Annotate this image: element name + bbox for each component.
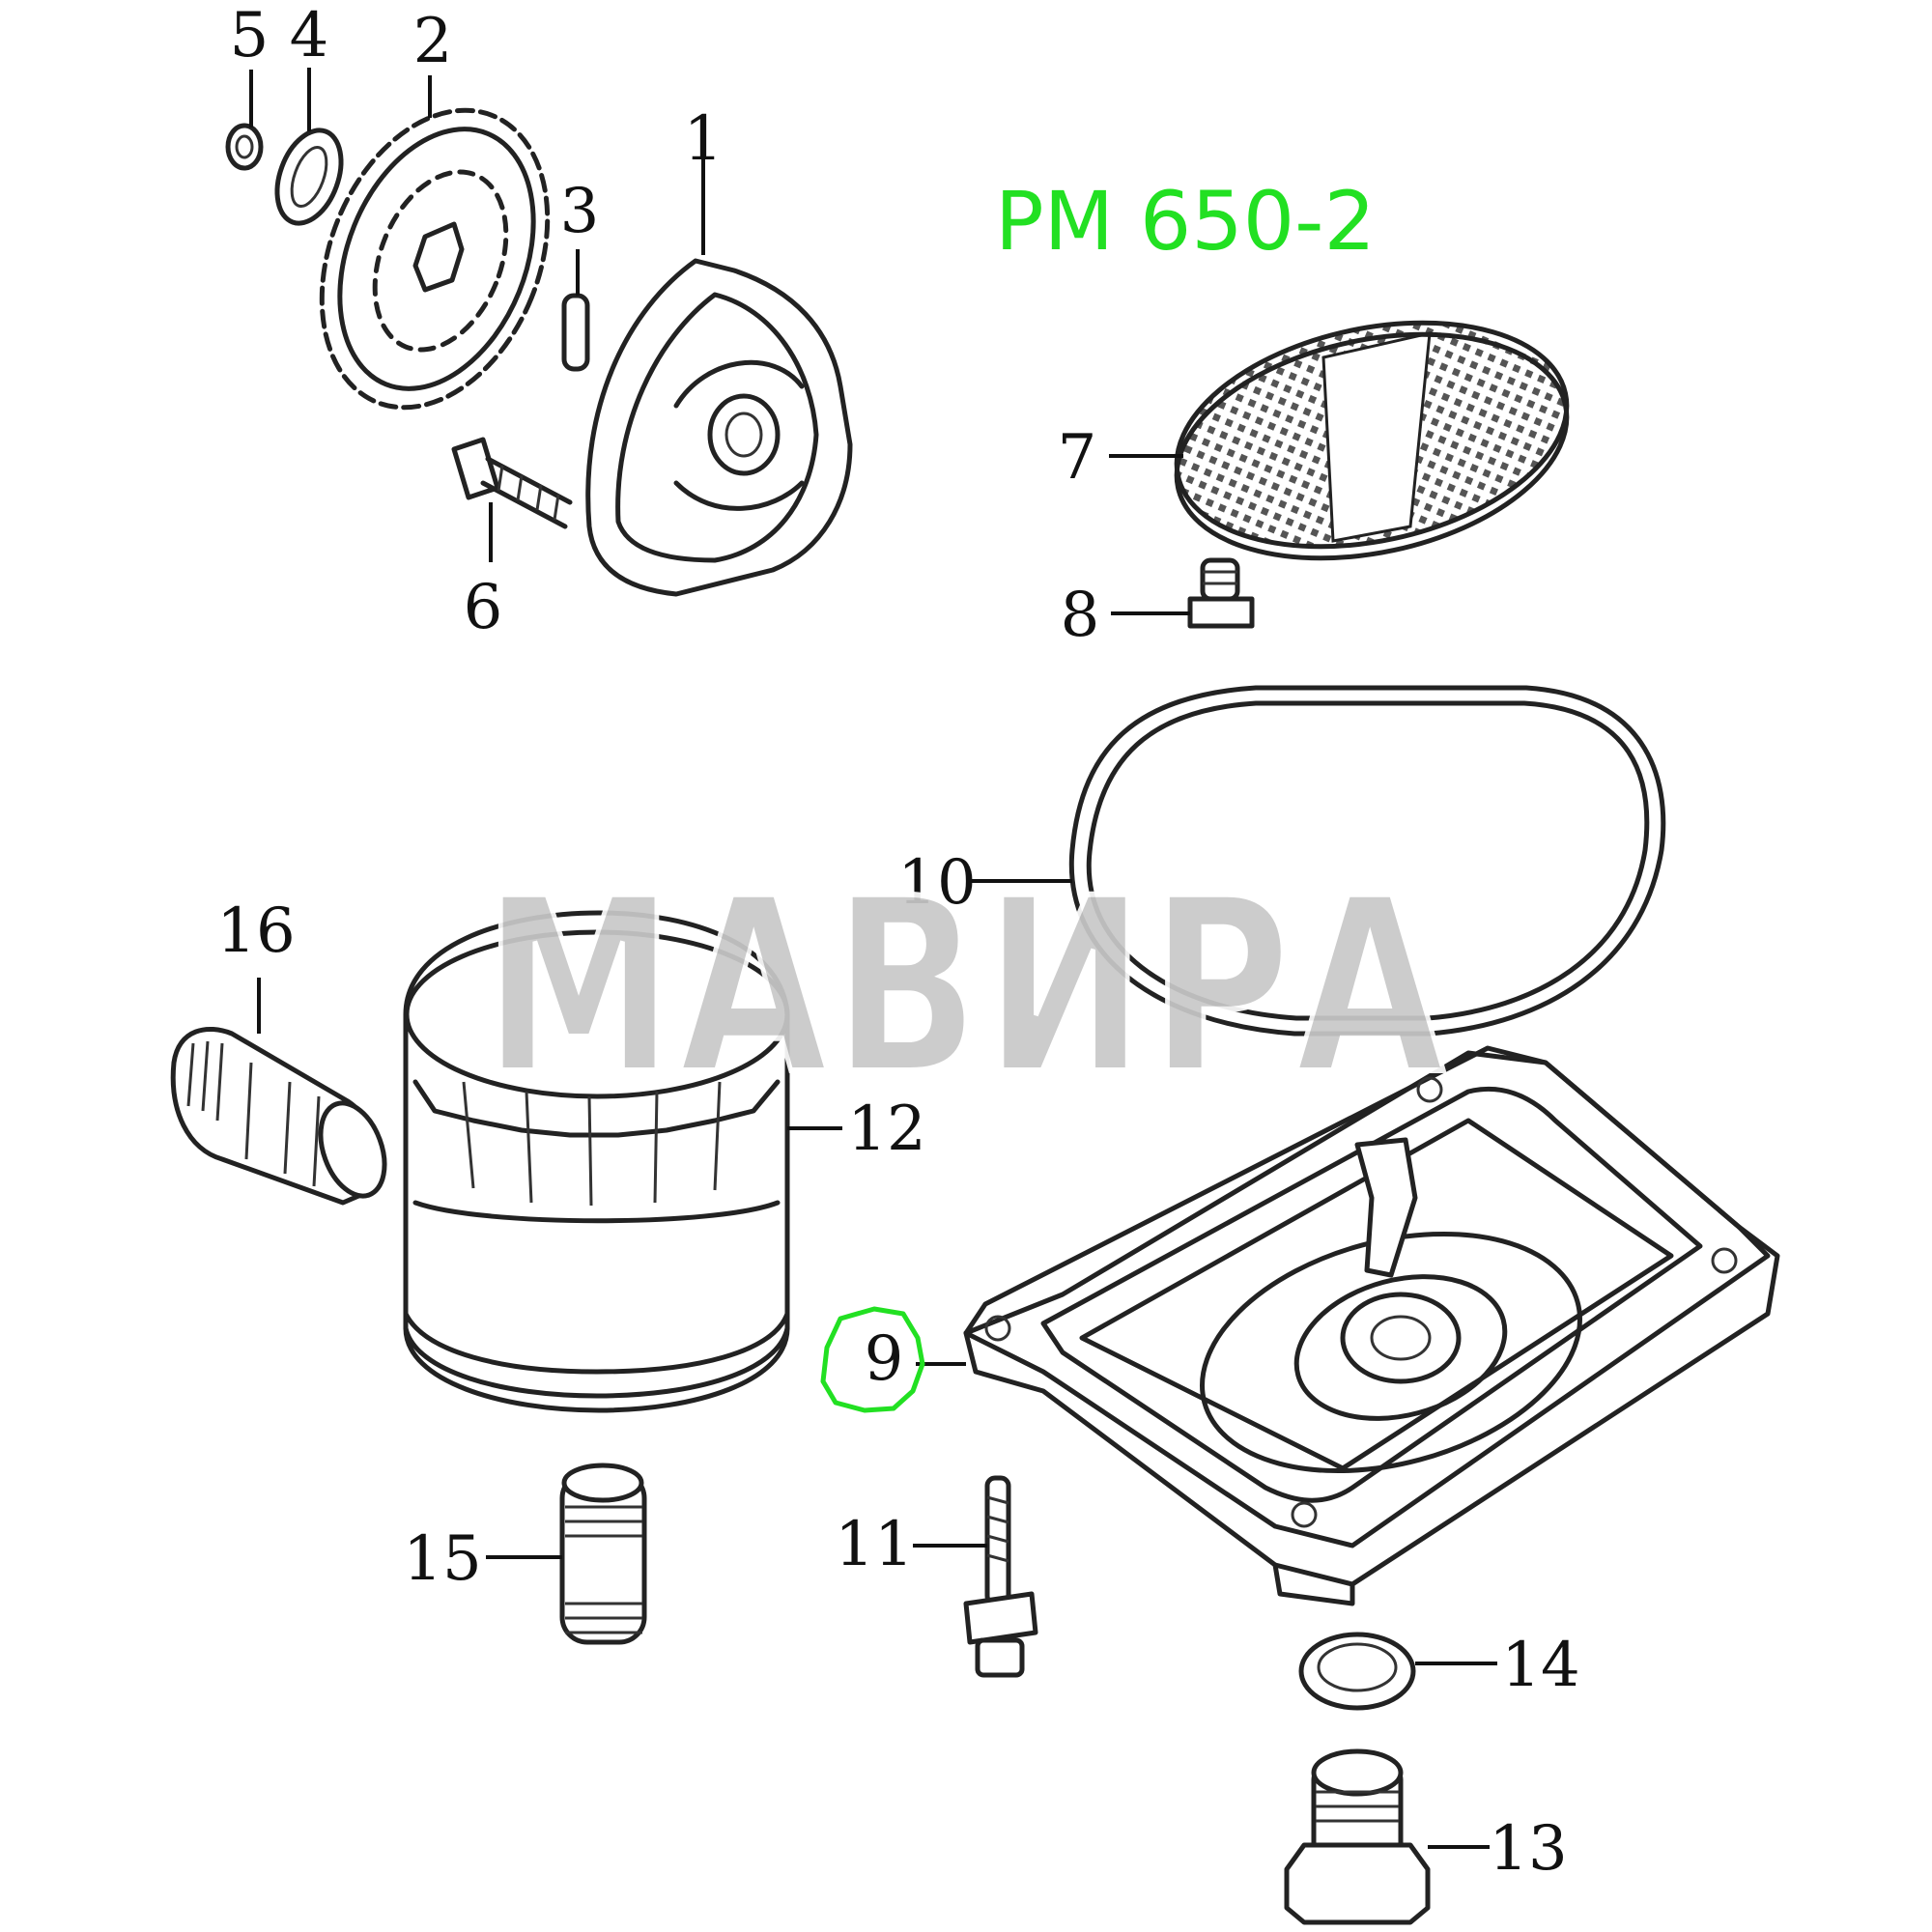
diagram-title: PM 650-2 (995, 174, 1376, 269)
label-6: 6 (464, 572, 503, 643)
label-12: 12 (847, 1094, 925, 1165)
part-5-nut (225, 123, 264, 171)
part-labels: 5 4 2 3 1 6 7 8 9 10 11 12 13 14 15 16 (216, 0, 1579, 1885)
part-10-gasket (1068, 685, 1666, 1037)
label-16: 16 (216, 895, 295, 967)
part-6-bolt (451, 437, 573, 529)
part-12-oil-filter (403, 910, 790, 1413)
label-13: 13 (1489, 1813, 1567, 1885)
part-1-pump-body (585, 258, 853, 597)
label-5: 5 (230, 0, 270, 71)
label-7: 7 (1058, 422, 1097, 494)
highlight-outline (820, 1306, 925, 1413)
part-11-bolt (963, 1475, 1038, 1678)
part-13-drain-plug (1284, 1748, 1431, 1925)
label-11: 11 (835, 1509, 913, 1580)
part-4-washer (274, 128, 344, 226)
label-10: 10 (897, 847, 976, 919)
part-2-sprocket (319, 107, 551, 411)
label-3: 3 (560, 176, 600, 247)
label-2: 2 (413, 6, 453, 77)
part-3-pin (561, 293, 590, 372)
part-7-strainer (1174, 320, 1570, 561)
label-9: 9 (865, 1323, 904, 1395)
label-1: 1 (684, 103, 724, 175)
label-14: 14 (1501, 1630, 1579, 1701)
part-8-screw (1187, 557, 1255, 629)
part-14-washer (1298, 1632, 1416, 1711)
part-16-sensor (170, 1026, 387, 1206)
label-4: 4 (290, 0, 329, 71)
label-8: 8 (1061, 580, 1100, 651)
label-15: 15 (403, 1523, 481, 1595)
part-9-oil-pan (963, 1045, 1780, 1606)
part-15-stud (559, 1463, 647, 1645)
watermark-text: МАВИРА (483, 846, 1449, 1127)
